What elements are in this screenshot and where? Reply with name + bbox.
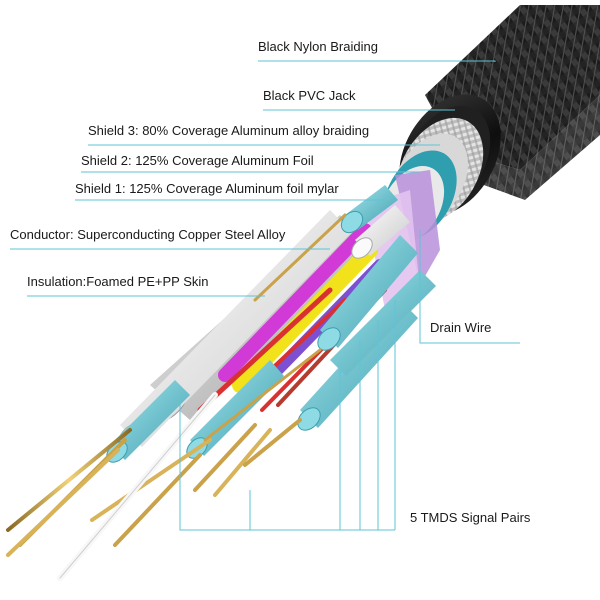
label-conductor: Conductor: Superconducting Copper Steel … [10, 227, 286, 242]
label-shield-1: Shield 1: 125% Coverage Aluminum foil my… [75, 181, 339, 196]
label-insulation: Insulation:Foamed PE+PP Skin [27, 274, 209, 289]
leader-lines [10, 60, 520, 531]
white-filler-wire [57, 392, 218, 581]
label-pvc-jack: Black PVC Jack [263, 88, 356, 103]
label-shield-3: Shield 3: 80% Coverage Aluminum alloy br… [88, 123, 370, 138]
label-shield-2: Shield 2: 125% Coverage Aluminum Foil [81, 153, 314, 168]
gold-conductors [6, 213, 347, 557]
label-nylon-braiding: Black Nylon Braiding [258, 39, 378, 54]
label-tmds-signal-pairs: 5 TMDS Signal Pairs [410, 510, 531, 525]
insulated-signal-tubes [106, 185, 436, 463]
label-drain-wire: Drain Wire [430, 320, 492, 335]
